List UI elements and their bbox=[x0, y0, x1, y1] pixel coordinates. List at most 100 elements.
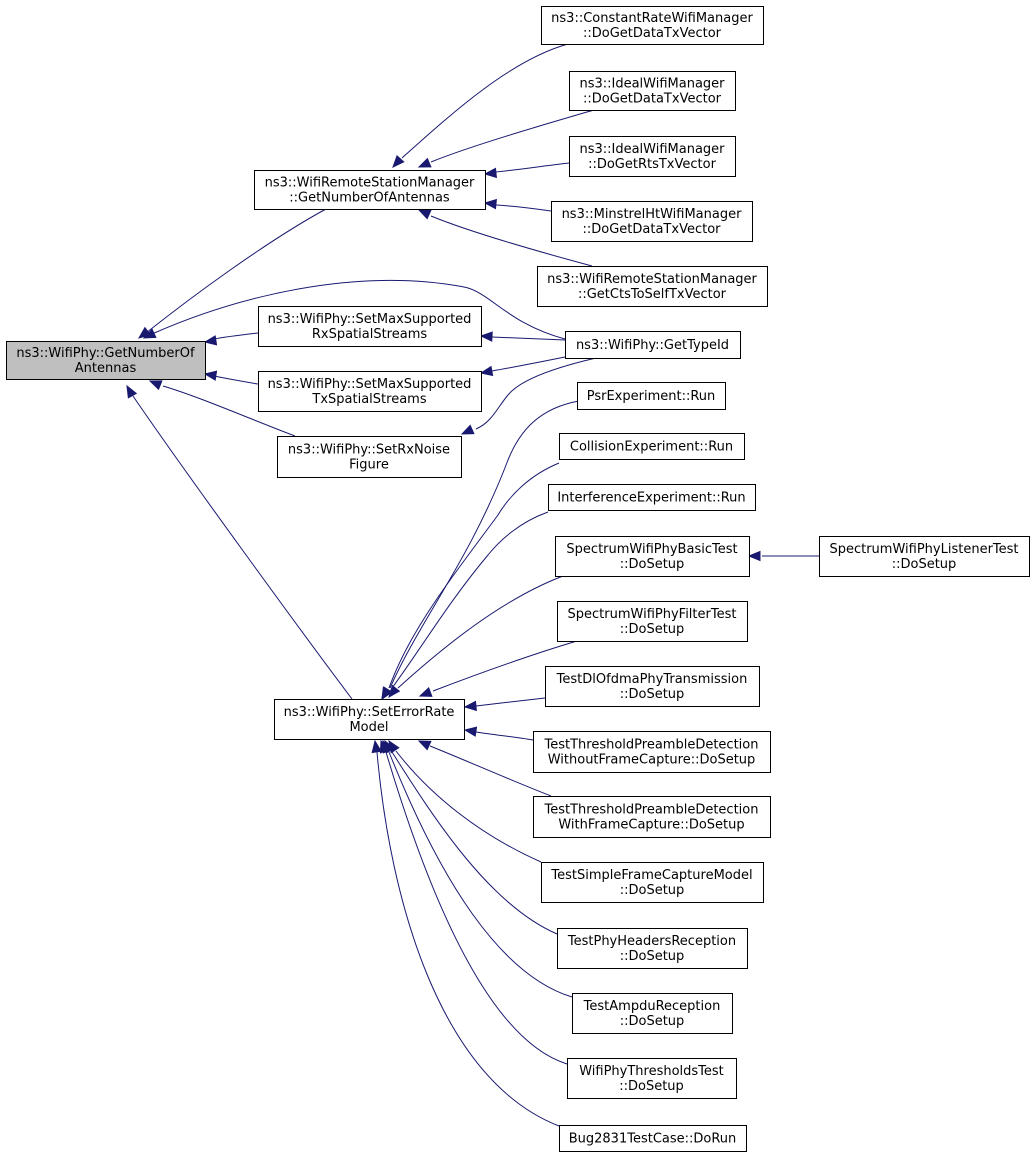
node-box bbox=[548, 484, 756, 511]
node-label: SpectrumWifiPhyListenerTest bbox=[829, 542, 1018, 557]
edge-line bbox=[429, 745, 552, 797]
arrowhead bbox=[747, 550, 761, 562]
node-label: TestThresholdPreambleDetection bbox=[544, 803, 759, 818]
node-constantrate[interactable]: ns3::ConstantRateWifiManager::DoGetDataT… bbox=[541, 6, 764, 45]
node-thresh_without[interactable]: TestThresholdPreambleDetectionWithoutFra… bbox=[533, 731, 771, 773]
node-collision[interactable]: CollisionExperiment::Run bbox=[559, 433, 745, 460]
node-box bbox=[572, 993, 733, 1034]
edge-minstrel-to-rsm_getnumantennas bbox=[483, 198, 552, 212]
node-rsm_cts[interactable]: ns3::WifiRemoteStationManager::GetCtsToS… bbox=[537, 266, 768, 307]
node-rsm_getnumantennas[interactable]: ns3::WifiRemoteStationManager::GetNumber… bbox=[254, 170, 486, 210]
node-label: PsrExperiment::Run bbox=[587, 389, 716, 404]
edge-gettypeid-to-setrxnoise bbox=[460, 357, 597, 435]
arrowhead bbox=[483, 167, 497, 179]
node-label: ::DoSetup bbox=[892, 557, 957, 572]
node-label: Figure bbox=[349, 458, 389, 473]
node-specbasic[interactable]: SpectrumWifiPhyBasicTest::DoSetup bbox=[555, 536, 750, 577]
edge-gettypeid-to-setmaxtx bbox=[479, 356, 566, 377]
node-label: ::DoSetup bbox=[620, 883, 685, 898]
node-box bbox=[819, 536, 1030, 577]
edge-line bbox=[430, 215, 593, 267]
node-box bbox=[545, 666, 760, 707]
node-gettypeid[interactable]: ns3::WifiPhy::GetTypeId bbox=[565, 331, 741, 359]
node-label: ::GetNumberOfAntennas bbox=[289, 191, 450, 206]
arrowhead bbox=[418, 687, 433, 697]
node-box bbox=[559, 433, 745, 460]
node-label: ns3::WifiRemoteStationManager bbox=[265, 176, 475, 191]
node-label: ns3::IdealWifiManager bbox=[579, 77, 725, 92]
node-label: Bug2831TestCase::DoRun bbox=[569, 1132, 737, 1147]
node-phyheaders[interactable]: TestPhyHeadersReception::DoSetup bbox=[557, 928, 748, 969]
node-label: ns3::WifiRemoteStationManager bbox=[547, 272, 757, 287]
node-setmaxrx[interactable]: ns3::WifiPhy::SetMaxSupportedRxSpatialSt… bbox=[258, 306, 482, 347]
edge-line bbox=[388, 462, 560, 689]
edge-line bbox=[401, 43, 569, 159]
edge-line bbox=[432, 640, 578, 692]
node-label: ns3::WifiPhy::SetErrorRate bbox=[284, 705, 455, 720]
node-speclistener[interactable]: SpectrumWifiPhyListenerTest::DoSetup bbox=[819, 536, 1030, 577]
edge-line bbox=[475, 731, 534, 741]
node-thresholdstest[interactable]: WifiPhyThresholdsTest::DoSetup bbox=[567, 1058, 737, 1099]
edge-specfilter-to-seterrorrate bbox=[418, 640, 578, 697]
edge-ideal_data-to-rsm_getnumantennas bbox=[417, 109, 595, 168]
node-label: TestThresholdPreambleDetection bbox=[544, 738, 759, 753]
arrowhead bbox=[463, 726, 478, 737]
edge-specbasic-to-seterrorrate bbox=[388, 575, 564, 699]
node-label: ::GetCtsToSelfTxVector bbox=[578, 287, 727, 302]
node-ideal_rts[interactable]: ns3::IdealWifiManager::DoGetRtsTxVector bbox=[569, 136, 736, 177]
node-bug2831[interactable]: Bug2831TestCase::DoRun bbox=[559, 1125, 747, 1152]
node-box bbox=[277, 436, 462, 478]
node-box bbox=[577, 382, 726, 410]
arrowhead bbox=[392, 154, 405, 168]
node-getnumantennas[interactable]: ns3::WifiPhy::GetNumberOfAntennas bbox=[6, 341, 206, 380]
node-thresh_with[interactable]: TestThresholdPreambleDetectionWithFrameC… bbox=[533, 796, 771, 838]
node-label: InterferenceExperiment::Run bbox=[557, 491, 745, 506]
edge-bug2831-to-seterrorrate bbox=[371, 739, 560, 1127]
node-simplecapture[interactable]: TestSimpleFrameCaptureModel::DoSetup bbox=[541, 862, 764, 903]
edge-thresh_with-to-seterrorrate bbox=[417, 740, 552, 797]
arrowhead bbox=[379, 739, 390, 754]
node-box bbox=[533, 796, 771, 838]
edge-phyheaders-to-seterrorrate bbox=[384, 739, 558, 935]
edge-constantrate-to-rsm_getnumantennas bbox=[392, 43, 569, 168]
arrowhead bbox=[479, 365, 494, 377]
node-dlofdma[interactable]: TestDlOfdmaPhyTransmission::DoSetup bbox=[545, 666, 760, 707]
edge-line bbox=[495, 204, 552, 212]
edge-collision-to-seterrorrate bbox=[381, 462, 560, 701]
edge-line bbox=[491, 356, 566, 372]
node-psr[interactable]: PsrExperiment::Run bbox=[577, 382, 726, 410]
edge-simplecapture-to-seterrorrate bbox=[388, 739, 542, 863]
node-box bbox=[6, 341, 206, 380]
edge-line bbox=[145, 208, 327, 334]
arrowhead bbox=[479, 331, 493, 342]
node-label: TestDlOfdmaPhyTransmission bbox=[556, 672, 748, 687]
node-label: RxSpatialStreams bbox=[312, 327, 428, 342]
node-label: ns3::WifiPhy::SetRxNoise bbox=[288, 443, 450, 458]
node-setmaxtx[interactable]: ns3::WifiPhy::SetMaxSupportedTxSpatialSt… bbox=[258, 371, 482, 412]
node-interference[interactable]: InterferenceExperiment::Run bbox=[548, 484, 756, 511]
edge-line bbox=[213, 375, 259, 385]
node-ampdu[interactable]: TestAmpduReception::DoSetup bbox=[572, 993, 733, 1034]
node-box bbox=[258, 371, 482, 412]
node-box bbox=[569, 136, 736, 177]
node-label: ::DoGetRtsTxVector bbox=[588, 157, 717, 172]
node-label: ns3::IdealWifiManager bbox=[579, 142, 725, 157]
node-label: ::DoGetDataTxVector bbox=[583, 26, 722, 41]
node-box bbox=[569, 71, 736, 111]
edge-ideal_rts-to-rsm_getnumantennas bbox=[483, 162, 570, 179]
arrowhead bbox=[463, 700, 477, 712]
node-box bbox=[559, 1125, 747, 1152]
edge-line bbox=[495, 162, 570, 173]
node-label: ::DoSetup bbox=[620, 622, 685, 637]
node-ideal_data[interactable]: ns3::IdealWifiManager::DoGetDataTxVector bbox=[569, 71, 736, 111]
node-box bbox=[557, 928, 748, 969]
edge-gettypeid-to-setmaxrx bbox=[479, 331, 566, 342]
node-box bbox=[567, 1058, 737, 1099]
node-label: ::DoSetup bbox=[620, 1014, 685, 1029]
node-specfilter[interactable]: SpectrumWifiPhyFilterTest::DoSetup bbox=[557, 601, 748, 642]
node-minstrel[interactable]: ns3::MinstrelHtWifiManager::DoGetDataTxV… bbox=[551, 201, 753, 242]
node-box bbox=[565, 331, 741, 359]
